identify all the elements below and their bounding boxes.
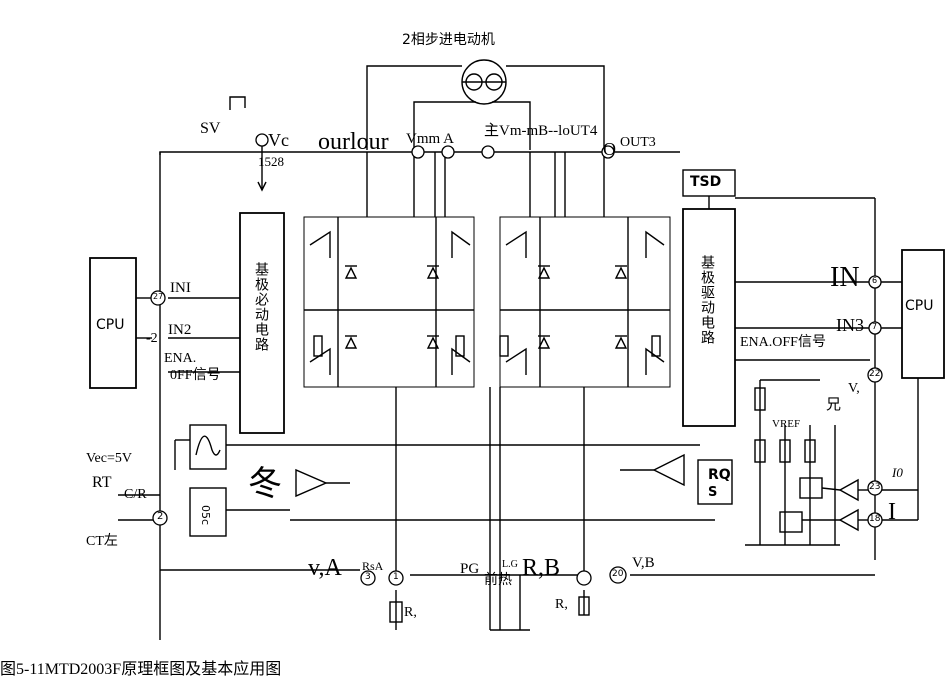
figure-caption: 图5-11MTD2003F原理框图及基本应用图 <box>0 661 282 678</box>
motor-symbol <box>461 59 507 105</box>
pin-23: 23 <box>869 482 881 492</box>
label-osc: 05c <box>199 505 212 526</box>
pin-27: 27 <box>153 292 164 301</box>
label-va: v,A <box>308 555 342 581</box>
label-vref: VREF <box>772 418 801 430</box>
label-in-right: IN <box>830 262 860 293</box>
label-i-big: I <box>888 499 896 525</box>
label-in3: IN3 <box>836 315 864 335</box>
motor-title: 2相步进电动机 <box>402 32 495 48</box>
label-qianre: 前热 <box>484 573 512 588</box>
label-rb: R,B <box>522 555 561 581</box>
label-vec: Vec=5V <box>86 451 132 466</box>
label-ourlour: ourlour <box>318 129 389 155</box>
pin-18: 18 <box>869 514 881 524</box>
label-off-left: 0FF信号 <box>170 368 221 383</box>
label-rsa: RsA <box>362 559 384 573</box>
pin-7: 7 <box>872 322 878 331</box>
label-kuang: 兄 <box>826 397 842 413</box>
pin-2: 2 <box>157 511 164 522</box>
label-in2: IN2 <box>168 322 192 338</box>
label-in1: INI <box>170 280 191 296</box>
pin-20: 20 <box>612 569 624 579</box>
label-ena-left: ENA. <box>164 351 197 366</box>
label-rt: RT <box>92 474 112 491</box>
label-tsd: TSD <box>690 174 722 190</box>
label-vmmb: 主Vm-mB--loUT4 <box>484 123 598 139</box>
left-drive-box-label: 基极必动电路 <box>253 262 269 352</box>
label-r-a: R, <box>404 605 417 620</box>
label-vc: Vc <box>268 130 289 150</box>
label-vb: V,B <box>632 555 655 571</box>
pin-1: 1 <box>393 572 399 582</box>
label-s: S <box>708 485 718 500</box>
label-ena-right: ENA.OFF信号 <box>740 335 826 350</box>
label-v-right: V, <box>848 381 860 396</box>
pin-6: 6 <box>872 276 878 285</box>
label-ct: CT左 <box>86 534 118 549</box>
label-minus2: -2 <box>146 331 158 346</box>
label-pg: PG <box>460 561 480 577</box>
cpu-left: CPU <box>96 317 125 333</box>
label-r-b: R, <box>555 597 568 612</box>
label-cr: C/R <box>124 487 147 502</box>
label-rq: RQ <box>708 467 731 483</box>
label-vmma: Vmm A <box>406 131 454 147</box>
label-sv: SV <box>200 120 221 137</box>
pin-3: 3 <box>365 572 371 582</box>
label-io: I0 <box>892 465 903 480</box>
label-dong: 冬 <box>248 466 282 503</box>
right-drive-box-label: 基极驱动电路 <box>699 255 715 345</box>
label-out3: OUT3 <box>620 135 656 150</box>
label-lg: L.G <box>502 559 518 570</box>
pin-22: 22 <box>869 369 881 379</box>
label-1528: 1528 <box>258 154 284 169</box>
label-o: O <box>603 139 616 159</box>
cpu-right: CPU <box>905 298 934 314</box>
